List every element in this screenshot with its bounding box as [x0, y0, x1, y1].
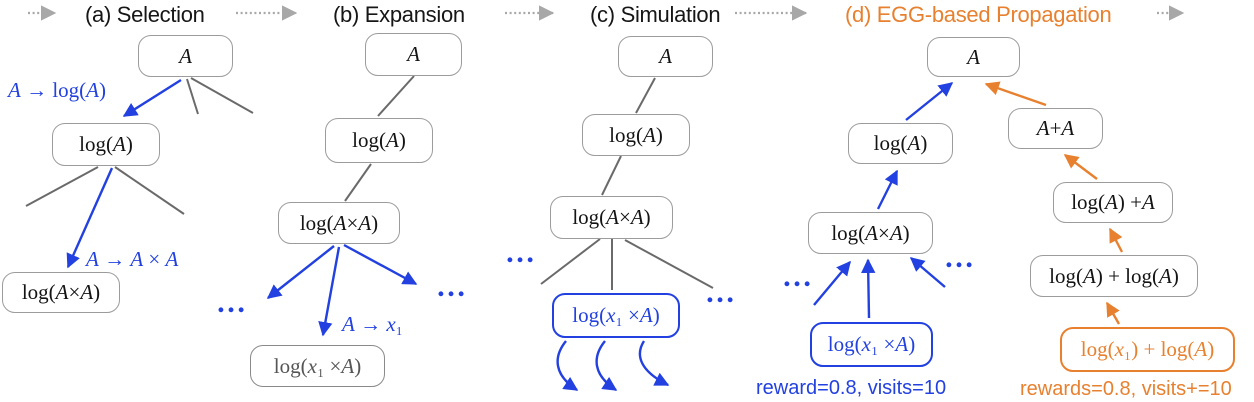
propagation-arrow-orange: [1063, 154, 1098, 180]
rollout-squiggle-arrow: [595, 340, 618, 392]
ellipsis: …: [505, 236, 536, 269]
ellipsis: …: [782, 260, 813, 293]
tree-edge: [540, 238, 601, 285]
tree-edge: [377, 75, 415, 117]
node-d-a-plus-a: A + A: [1008, 108, 1103, 149]
expansion-arrow: [318, 246, 341, 337]
panel-title-egg-propagation: (d) EGG-based Propagation: [845, 2, 1112, 27]
rule-label-a-to-a-times-a: A → A × A: [86, 247, 179, 271]
propagation-arrow-blue: [905, 82, 954, 121]
propagation-arrow-orange: [1108, 227, 1124, 253]
node-d-log-a-plus-a: log(A) + A: [1053, 182, 1173, 223]
tree-edge: [601, 155, 622, 196]
propagation-arrow-blue: [861, 258, 876, 319]
panel-title-expansion: (b) Expansion: [333, 2, 465, 27]
reward-annotation-orange: rewards=0.8, visits+=10: [1020, 378, 1232, 400]
node-c-root: A: [618, 36, 713, 77]
node-d-log-a-plus-log-a: log(A) + log(A): [1030, 255, 1198, 297]
expansion-arrow: [266, 245, 335, 299]
node-b-log-a: log(A): [325, 118, 433, 163]
node-d-root: A: [927, 37, 1020, 77]
rule-label-a-to-log-a: A → log(A): [8, 78, 106, 102]
tree-edge: [190, 77, 254, 114]
tree-edge: [25, 166, 99, 207]
ellipsis: …: [436, 270, 467, 303]
expansion-arrow: [343, 243, 418, 286]
node-a-log-a: log(A): [52, 123, 160, 166]
ellipsis: …: [944, 241, 975, 274]
tree-edge: [344, 163, 372, 202]
node-d-log-a: log(A): [848, 123, 953, 164]
propagation-arrow-blue: [909, 257, 946, 288]
orange-arrows: [984, 81, 1124, 325]
node-c-log-a-times-a: log(A × A): [550, 196, 673, 239]
tree-edge: [186, 78, 199, 115]
node-b-log-a-times-a: log(A × A): [278, 202, 400, 244]
panel-title-simulation: (c) Simulation: [590, 2, 721, 27]
panel-title-selection: (a) Selection: [85, 2, 205, 27]
reward-annotation-blue: reward=0.8, visits=10: [756, 377, 947, 399]
selection-arrow: [122, 78, 182, 118]
node-d-log-a-times-a: log(A × A): [808, 212, 933, 254]
gray-tree-edges: [25, 75, 714, 290]
selection-arrow: [66, 167, 114, 269]
node-a-root: A: [138, 35, 233, 77]
node-a-log-a-times-a: log(A × A): [2, 272, 120, 313]
tree-edge: [114, 166, 185, 215]
node-c-log-a: log(A): [582, 114, 690, 156]
node-b-root: A: [365, 33, 462, 76]
tree-edge: [635, 77, 656, 114]
ellipsis: …: [705, 276, 736, 309]
rollout-squiggle-arrow: [556, 340, 579, 392]
rule-label-a-to-x1: A → x₁: [342, 312, 403, 336]
tree-edge: [624, 239, 714, 289]
ellipsis: …: [216, 286, 247, 319]
propagation-arrow-orange: [1105, 301, 1121, 325]
propagation-arrow-blue: [813, 260, 851, 306]
propagation-arrow-blue: [876, 169, 899, 210]
rollout-squiggle-arrow: [638, 340, 670, 387]
propagation-arrow-orange: [984, 81, 1047, 107]
blue-arrows: [66, 78, 954, 392]
